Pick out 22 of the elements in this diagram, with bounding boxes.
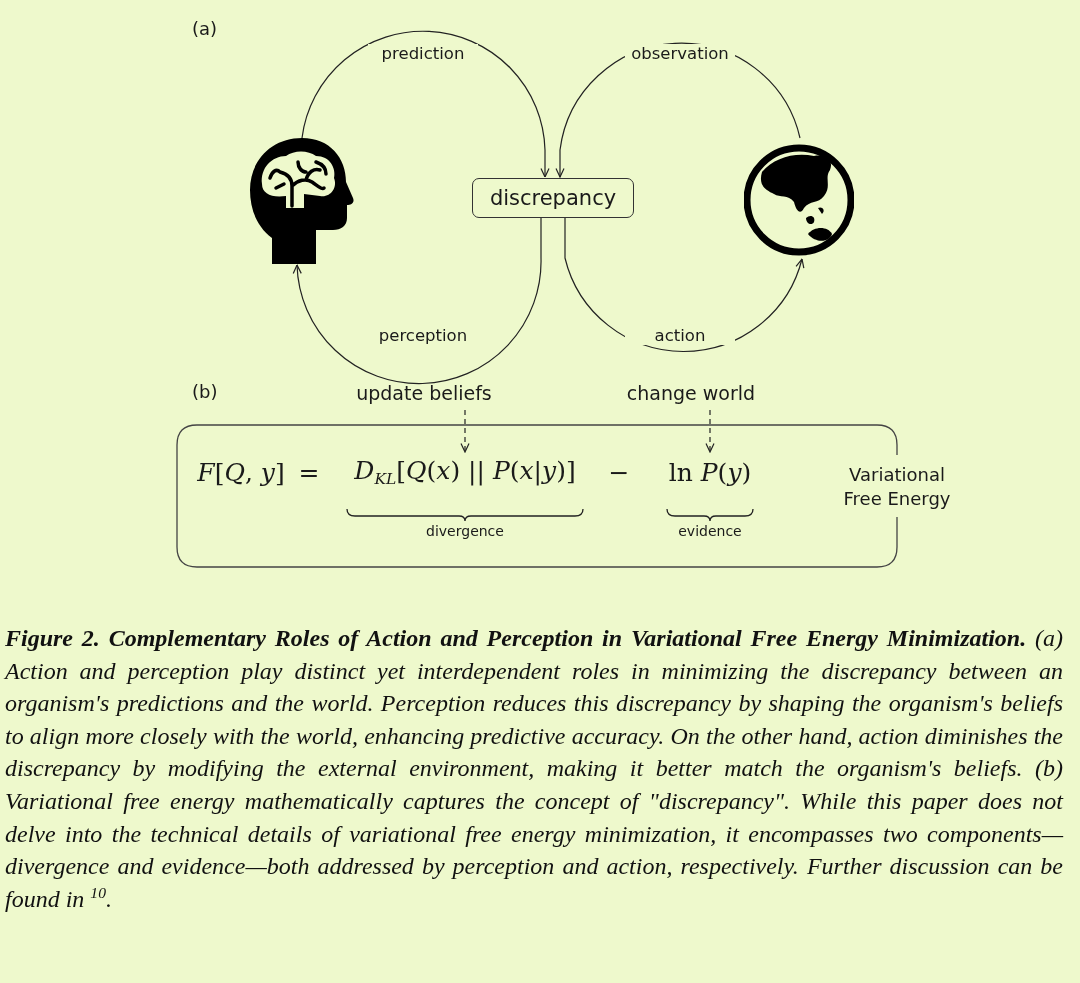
arrow	[301, 30, 550, 178]
arrow	[460, 409, 470, 453]
process-box: discrepancy	[472, 178, 634, 218]
formula-term: ln P(y)	[665, 453, 755, 491]
formula-term: F[Q, y]	[196, 456, 286, 489]
arrow	[293, 217, 542, 385]
edge-label: action	[625, 326, 735, 345]
math-operator: =	[297, 456, 321, 489]
formula-term: D$_{KL}$[Q(x) || P(x|y)]	[345, 453, 585, 491]
arrow	[705, 409, 715, 453]
panel-title: Variational Free Energy	[842, 463, 952, 511]
panel-label: (a)	[192, 18, 218, 39]
node-text: change world	[621, 380, 761, 406]
figure-caption: Figure 2. Complementary Roles of Action and Perception in Variational Free Energy Minimization. (a) Action and perception play distinct yet interdependent roles in minimizing the discrepancy between an organism's predictions and the world. Perception reduces this discrepancy by shaping the organism's beliefs to align more closely with the world, enhancing predictive accuracy. On the other hand, action diminishes the discrepancy by modifying the external environment, making it better match the organism's beliefs. (b) Variational free energy mathematically captures the concept of "discrepancy". While this paper does not delve into the technical details of variational free energy minimization, it encompasses two components—divergence and evidence—both addressed by perception and action, respectively. Further discussion can be found in $^{10}$.	[5, 624, 1063, 914]
head-silhouette-icon	[250, 138, 354, 264]
edge-label: prediction	[368, 44, 478, 63]
panel-label: (b)	[192, 381, 218, 402]
math-operator: −	[607, 456, 631, 489]
node-text: update beliefs	[349, 380, 499, 406]
arrow	[564, 217, 804, 352]
brace-label: divergence	[425, 523, 505, 539]
brace-label: evidence	[677, 523, 743, 539]
